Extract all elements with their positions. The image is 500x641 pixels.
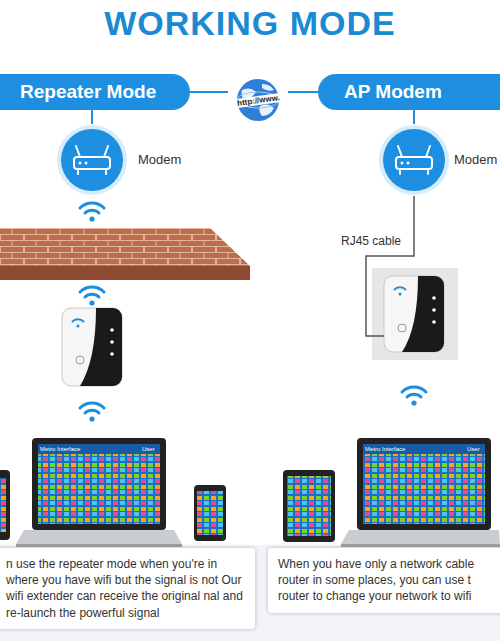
router-led <box>79 162 82 165</box>
screen-text: User <box>142 446 155 452</box>
node-text: AP Modem <box>344 81 442 103</box>
laptop <box>341 438 500 547</box>
tablet <box>283 470 335 542</box>
circle-ring <box>57 125 127 195</box>
connector-line <box>288 91 318 93</box>
router-led <box>401 162 404 165</box>
laptop <box>16 438 182 547</box>
node-text: When you have only a network cable route… <box>278 556 492 605</box>
router-led <box>407 162 410 165</box>
screen-text: User <box>467 446 480 452</box>
rj45-wire <box>366 196 414 336</box>
circle-fill <box>383 129 445 191</box>
modem-circle: Modem <box>378 124 450 196</box>
screen-text: Metro Interface <box>365 446 405 452</box>
circle-fill <box>61 129 123 191</box>
wifi-symbol <box>80 403 104 422</box>
screen-text: Metro Interface <box>40 446 80 452</box>
wifi-symbol <box>402 387 426 406</box>
router-legs <box>398 146 430 174</box>
brick-wall <box>0 228 250 280</box>
node-label: Modem <box>138 152 181 167</box>
connector-line <box>190 91 228 93</box>
node-text: Repeater Mode <box>20 81 156 103</box>
modem-icon <box>56 124 128 196</box>
globe-node: http://www. <box>228 78 288 122</box>
wifi-symbol <box>80 287 104 306</box>
repeater-device-plugged <box>372 268 458 360</box>
cable-label: RJ45 cable <box>340 234 402 248</box>
phone <box>0 470 10 540</box>
mode-pill: Repeater Mode <box>0 74 190 110</box>
connector-line <box>413 110 415 124</box>
note-box: When you have only a network cable route… <box>268 548 500 613</box>
circle-ring <box>379 125 449 195</box>
node-label: Modem <box>454 152 497 167</box>
router-body <box>74 157 110 169</box>
note-box: n use the repeater mode when you're in w… <box>0 548 255 629</box>
modem-icon <box>378 124 450 196</box>
mode-pill: AP Modem <box>318 74 500 110</box>
diagram-title: WORKING MODE <box>0 4 500 43</box>
node-text: n use the repeater mode when you're in w… <box>6 556 245 621</box>
router-led <box>85 162 88 165</box>
router-body <box>396 157 432 169</box>
wifi-symbol <box>80 203 104 222</box>
connector-line <box>91 110 93 124</box>
phone <box>194 485 226 541</box>
modem-circle: Modem <box>56 124 128 196</box>
repeater-device <box>62 308 122 386</box>
router-legs <box>76 146 108 174</box>
